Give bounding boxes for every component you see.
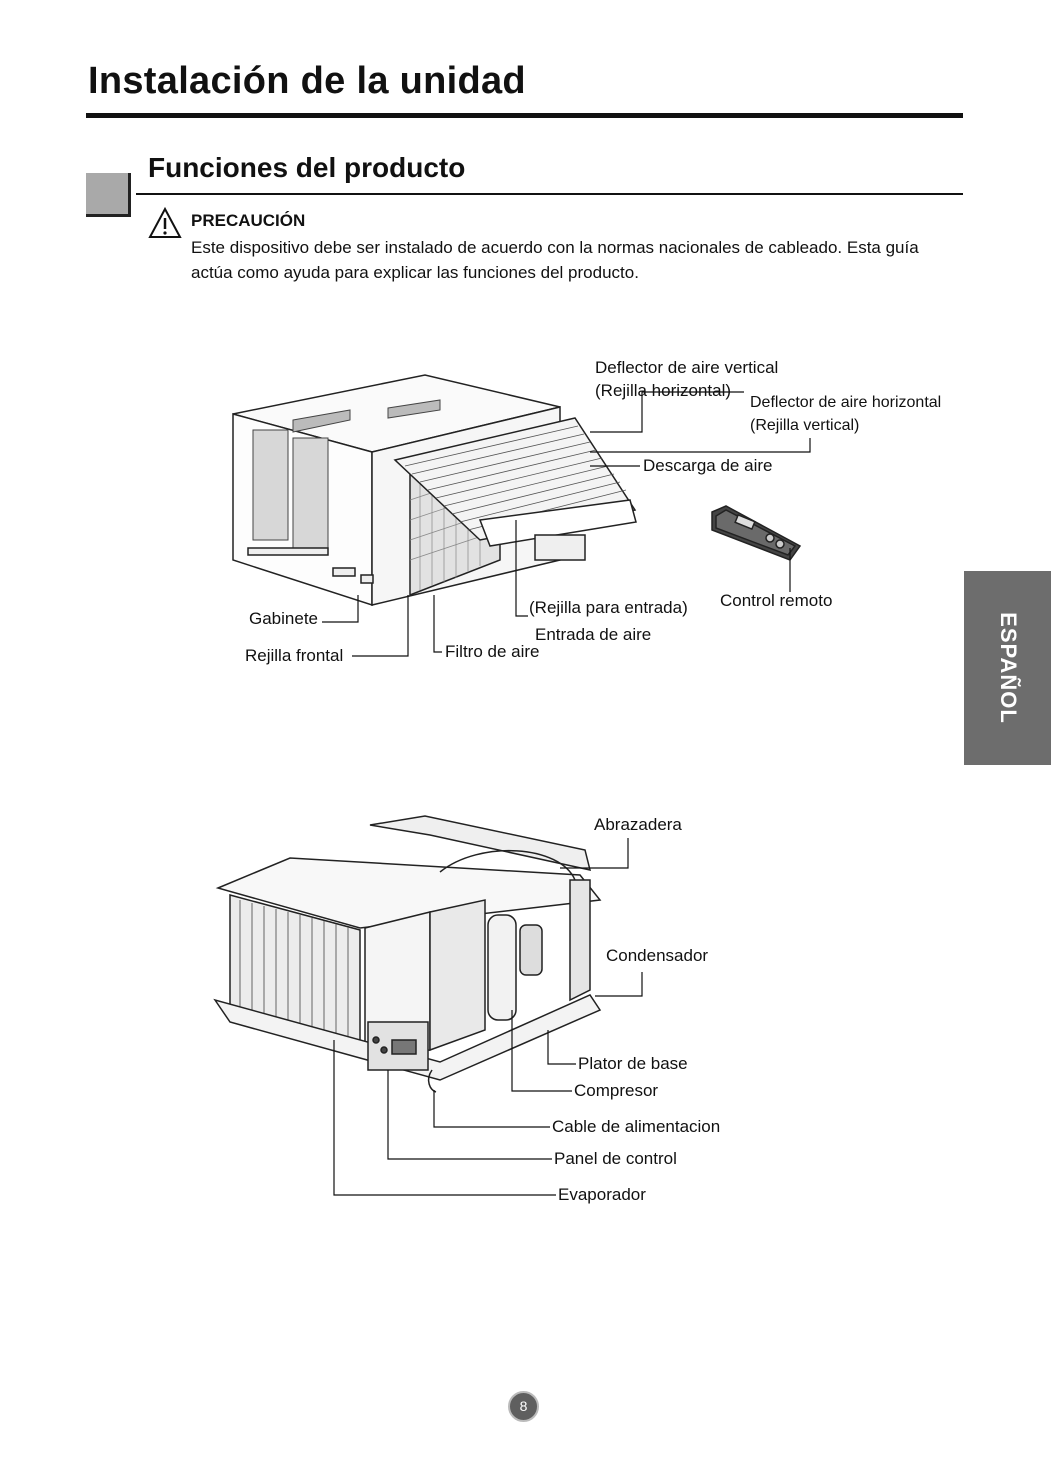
language-tab-label: ESPAÑOL	[995, 612, 1021, 724]
caution-label: PRECAUCIÓN	[191, 211, 306, 230]
front-unit-illustration	[232, 374, 637, 607]
label-vertical-deflector-sub: (Rejilla horizontal)	[595, 381, 732, 400]
section-marker	[86, 173, 131, 217]
label-intake-grille: (Rejilla para entrada)	[529, 598, 688, 617]
page-title: Instalación de la unidad	[88, 60, 526, 102]
front-leader-lines	[322, 391, 811, 657]
title-rule	[86, 113, 963, 118]
internal-unit-illustration	[213, 815, 602, 1093]
label-condenser: Condensador	[606, 946, 709, 965]
warning-icon	[148, 207, 182, 238]
label-control-panel: Panel de control	[554, 1149, 677, 1168]
section-title: Funciones del producto	[148, 152, 466, 183]
label-cabinet: Gabinete	[249, 609, 318, 628]
label-evaporator: Evaporador	[558, 1185, 646, 1204]
label-bracket: Abrazadera	[594, 815, 682, 834]
internal-leader-lines	[333, 838, 643, 1196]
remote-control-illustration	[711, 505, 802, 561]
page-number: 8	[508, 1391, 539, 1422]
label-horizontal-deflector: Deflector de aire horizontal	[750, 394, 942, 411]
label-air-intake: Entrada de aire	[535, 625, 652, 644]
label-base-plate: Plator de base	[578, 1054, 688, 1073]
label-air-discharge: Descarga de aire	[643, 456, 773, 475]
label-front-grille: Rejilla frontal	[245, 646, 344, 665]
label-power-cable: Cable de alimentacion	[552, 1117, 721, 1136]
label-remote-control: Control remoto	[720, 591, 833, 610]
language-tab: ESPAÑOL	[964, 571, 1051, 765]
section-rule	[136, 193, 963, 195]
label-horizontal-deflector-sub: (Rejilla vertical)	[750, 417, 860, 434]
label-vertical-deflector: Deflector de aire vertical	[595, 358, 779, 377]
caution-text: Este dispositivo debe ser instalado de a…	[191, 238, 919, 282]
label-air-filter: Filtro de aire	[445, 642, 540, 661]
label-compressor: Compresor	[574, 1081, 659, 1100]
